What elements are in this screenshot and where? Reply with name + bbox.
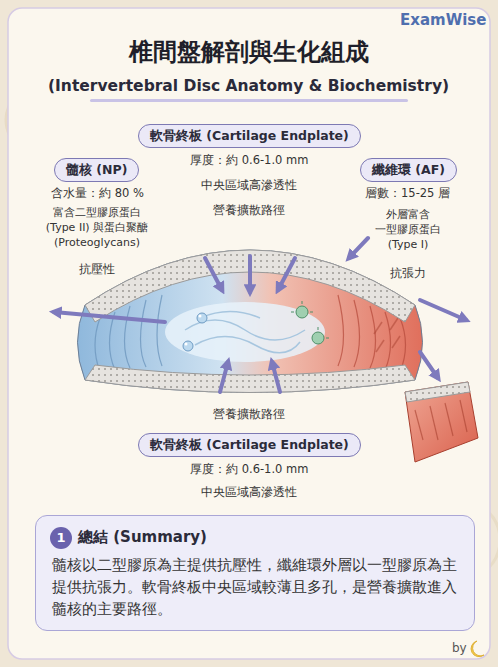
pill-text: 軟骨終板 (Cartilage Endplate) bbox=[150, 128, 349, 144]
text-label: by bbox=[452, 640, 467, 656]
pill-text: 軟骨終板 (Cartilage Endplate) bbox=[150, 437, 349, 453]
callout-number: 1 bbox=[50, 527, 72, 549]
text-label: 厚度：約 0.6-1.0 mm bbox=[190, 462, 308, 478]
text-label: 營養擴散路徑 bbox=[213, 203, 285, 219]
label-pill: 軟骨終板 (Cartilage Endplate) bbox=[138, 124, 361, 148]
text-label: 富含二型膠原蛋白 (Type II) 與蛋白聚醣 (Proteoglycans) bbox=[37, 206, 157, 251]
pill-text: 纖維環 (AF) bbox=[372, 162, 445, 178]
text-label: 厚度：約 0.6-1.0 mm bbox=[190, 153, 308, 169]
text-label: 外層富含 一型膠原蛋白 (Type I) bbox=[367, 208, 449, 253]
label-pill: 髓核 (NP) bbox=[54, 158, 139, 182]
text-label: 抗壓性 bbox=[79, 262, 115, 278]
text-label: (Intervertebral Disc Anatomy & Biochemis… bbox=[48, 76, 449, 97]
text-label: 中央區域高滲透性 bbox=[201, 178, 297, 194]
summary-heading: 總結 (Summary) bbox=[78, 528, 207, 547]
label-pill: 軟骨終板 (Cartilage Endplate) bbox=[138, 433, 361, 457]
text-label: 含水量：約 80 % bbox=[51, 186, 144, 202]
title: 椎間盤解剖與生化組成 bbox=[0, 36, 498, 68]
pill-text: 髓核 (NP) bbox=[66, 162, 127, 178]
summary-body: 髓核以二型膠原為主提供抗壓性，纖維環外層以一型膠原為主提供抗張力。軟骨終板中央區… bbox=[52, 554, 460, 620]
label-pill: 纖維環 (AF) bbox=[360, 158, 457, 182]
summary-panel: 總結 (Summary) 髓核以二型膠原為主提供抗壓性，纖維環外層以一型膠原為主提… bbox=[35, 515, 475, 631]
text-label: ExamWise bbox=[400, 10, 486, 30]
text-label: 抗張力 bbox=[390, 266, 426, 282]
text-label: 中央區域高滲透性 bbox=[201, 485, 297, 501]
text-label: 層數：15-25 層 bbox=[365, 186, 450, 202]
text-label: 營養擴散路徑 bbox=[210, 407, 288, 423]
callout-text: 1 bbox=[50, 527, 72, 549]
